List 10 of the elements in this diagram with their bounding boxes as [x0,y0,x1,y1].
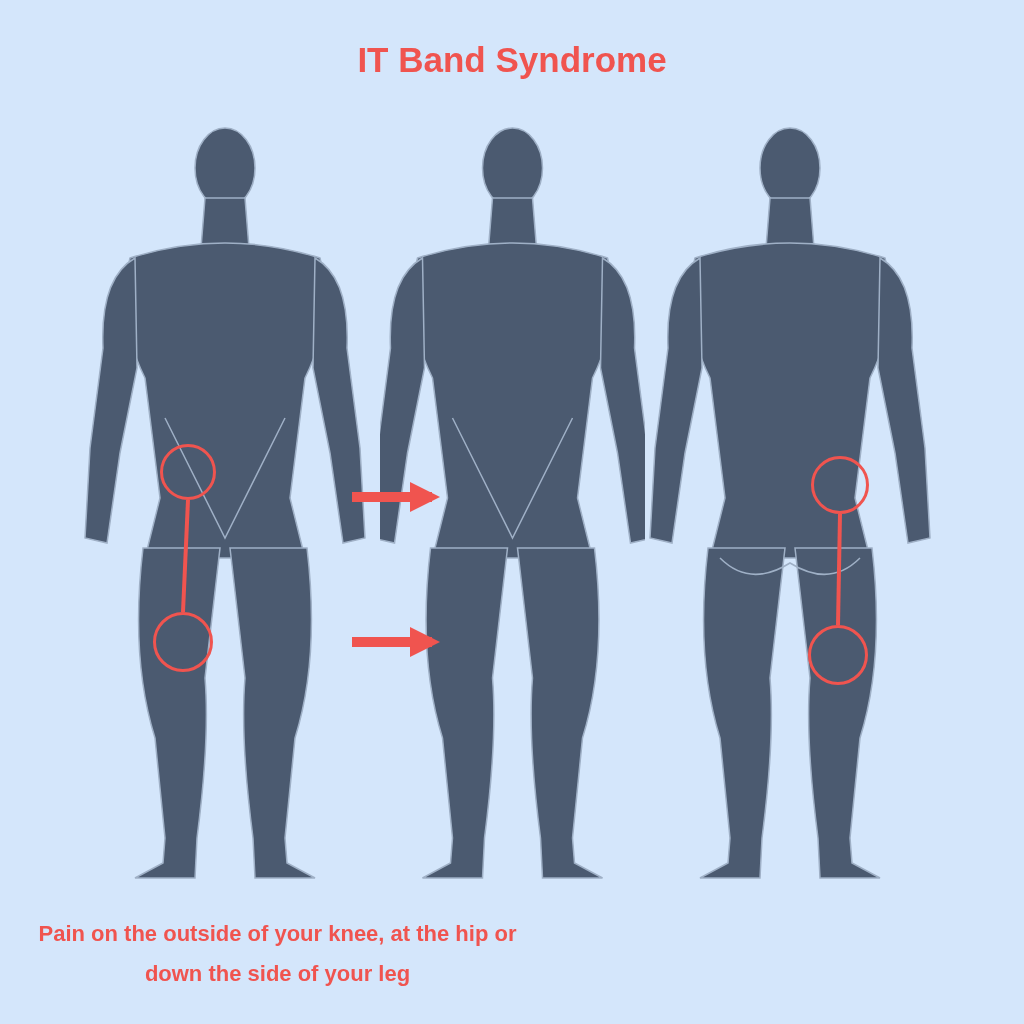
caption: Pain on the outside of your knee, at the hip or down the side of your leg [37,920,518,988]
arrow [352,627,440,657]
connector-line [181,499,190,613]
highlight-circle [811,456,869,514]
connector-line [836,513,842,626]
title: IT Band Syndrome [356,40,668,80]
arrow [352,482,440,512]
highlight-circle [160,444,216,500]
highlight-circle [153,612,213,672]
highlight-circle [808,625,868,685]
